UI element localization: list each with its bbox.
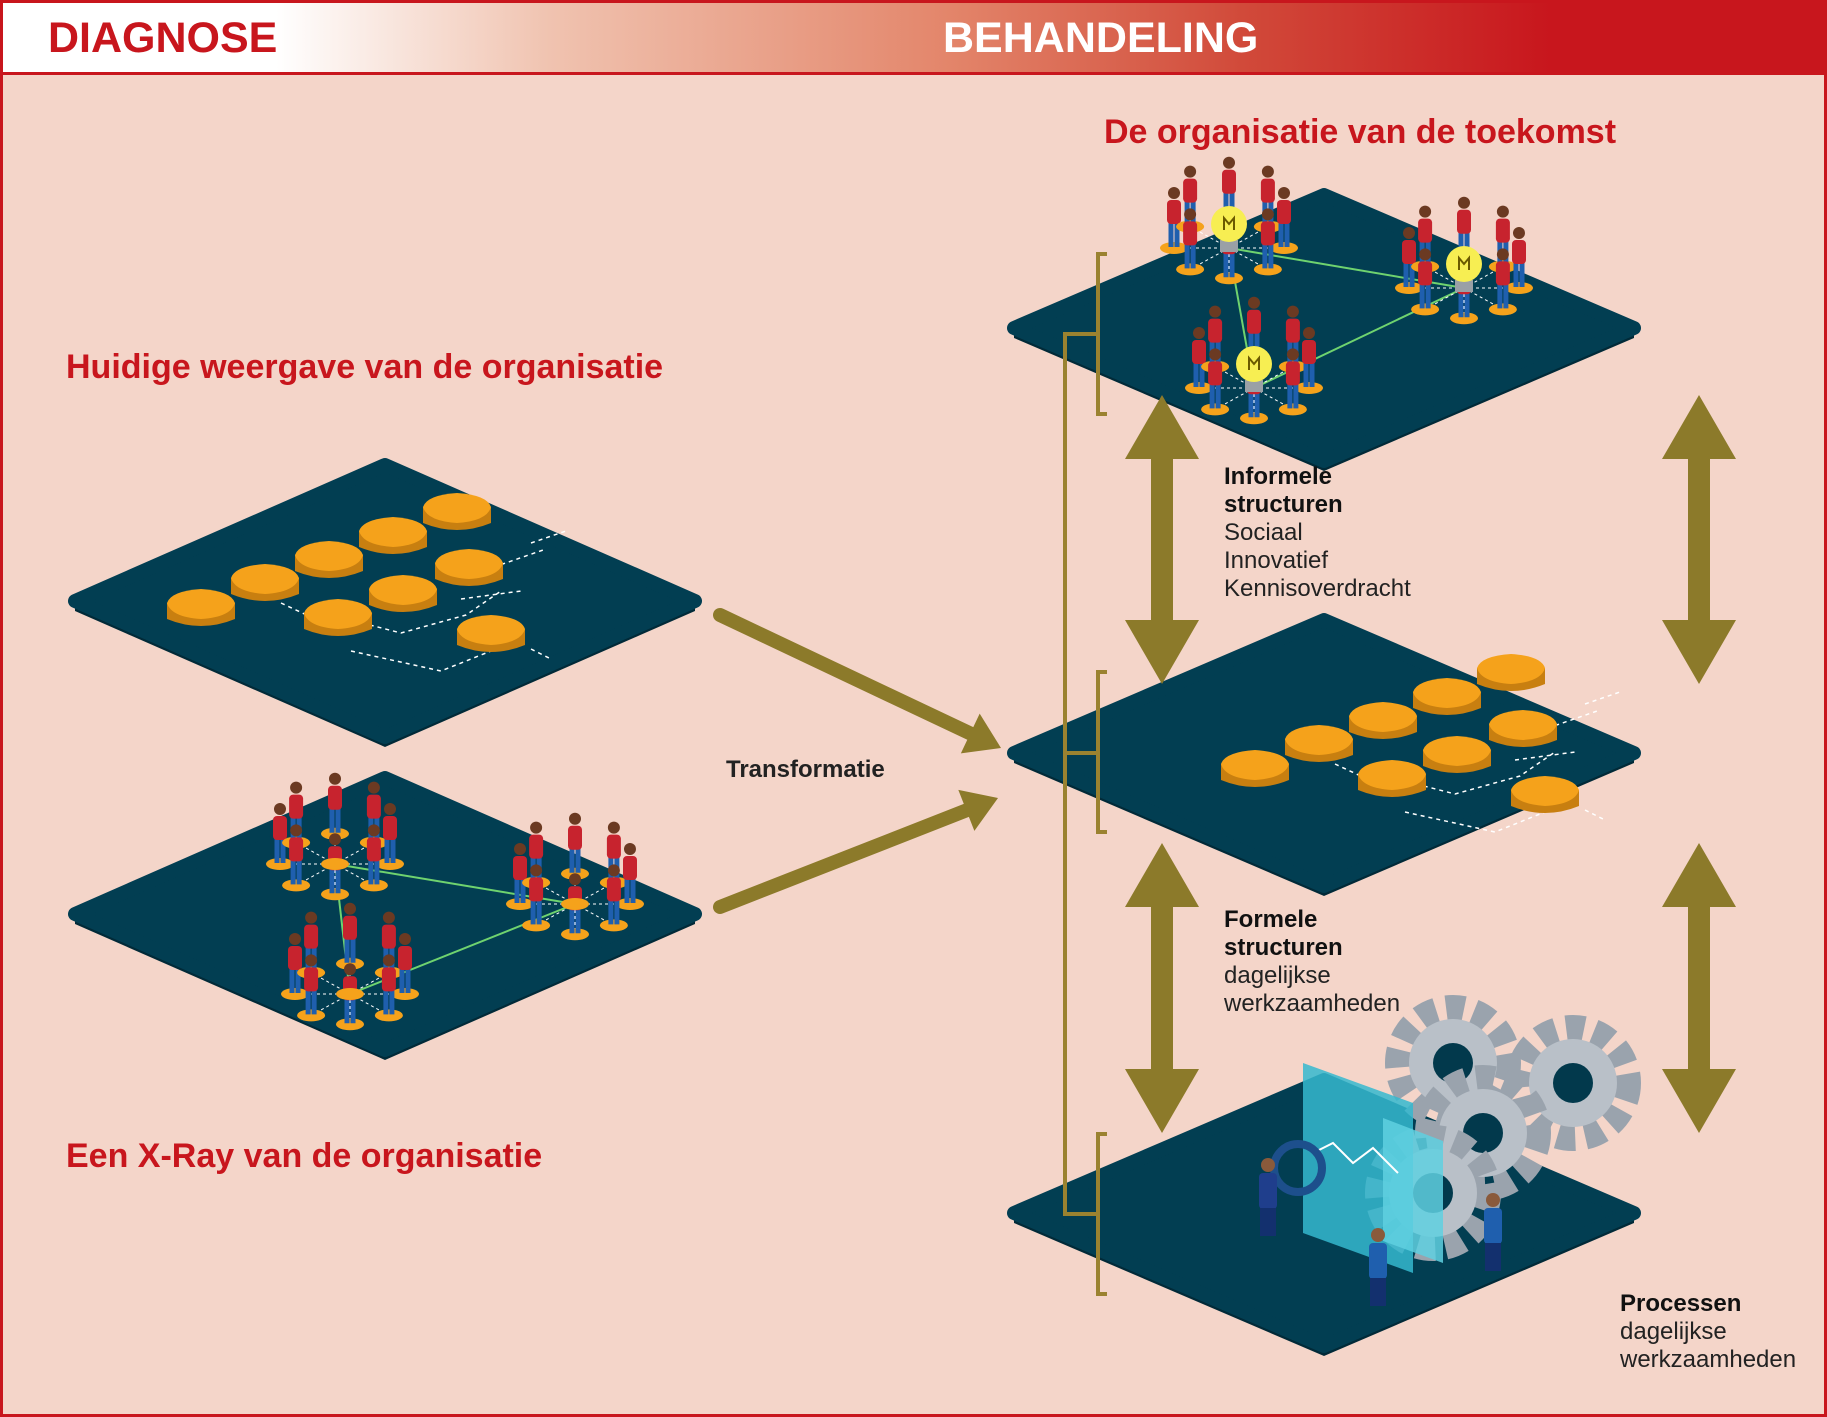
formal-line-1: dagelijkse [1224,962,1331,989]
label-informal: Informele structuren Sociaal Innovatief … [1224,463,1414,603]
title-current-org: Huidige weergave van de organisatie [66,348,664,386]
org-chart-formal [1221,654,1621,833]
informal-heading: Informele structuren [1224,463,1343,518]
org-block [1349,702,1417,739]
dashboard-panel [1383,1118,1443,1263]
org-block [1221,750,1289,787]
org-block [1285,725,1353,762]
org-block [295,541,363,578]
title-future-org: De organisatie van de toekomst [1104,113,1617,151]
worker-figure [1259,1158,1277,1236]
double-arrow-right-upper [1662,395,1736,684]
label-processes: Processen dagelijkse werkzaamheden [1620,1290,1796,1374]
org-block [167,589,235,626]
formal-heading: Formele structuren [1224,906,1343,961]
worker-figure [1484,1193,1502,1271]
people-network-informal [1160,157,1533,425]
org-block [435,549,503,586]
org-block [1477,654,1545,691]
org-block [359,517,427,554]
org-block [457,615,525,652]
informal-line-3: Kennisoverdracht [1224,575,1411,602]
header-behandeling: BEHANDELING [943,14,1259,62]
org-block [1489,710,1557,747]
informal-line-2: Innovatief [1224,547,1329,574]
arrow-transform-bottom [713,789,998,914]
chart-line-icon [1312,1141,1399,1174]
formal-line-2: werkzaamheden [1224,990,1401,1017]
arrow-transform-top [713,608,1001,754]
network-hub [561,898,589,910]
double-arrow-right-lower [1662,843,1736,1133]
org-block [369,575,437,612]
org-block [1358,760,1426,797]
org-block [1511,776,1579,813]
layer-bracket [1063,252,1107,1296]
header-bar: DIAGNOSE BEHANDELING [3,3,1824,75]
people-network-xray [266,773,644,1031]
gear-icon [1518,1028,1628,1138]
process-illustration [1259,1008,1628,1306]
label-transformatie: Transformatie [726,756,885,783]
double-arrow-left-lower [1125,843,1199,1133]
person [561,813,589,880]
platform-informal [1007,188,1641,471]
processes-heading: Processen [1620,1290,1742,1317]
org-block [304,599,372,636]
informal-line-1: Sociaal [1224,519,1303,546]
diagram-scene [68,3,1736,1356]
org-chart-current [167,493,567,672]
org-block [231,564,299,601]
double-arrow-left-upper [1125,395,1199,684]
label-formal: Formele structuren dagelijkse werkzaamhe… [1224,906,1400,1018]
processes-line-1: dagelijkse [1620,1318,1727,1345]
worker-figure [1369,1228,1387,1306]
org-block [1423,736,1491,773]
processes-line-2: werkzaamheden [1620,1346,1797,1373]
network-hub [336,988,364,1000]
org-block [423,493,491,530]
header-diagnose: DIAGNOSE [48,14,278,62]
network-hub [321,858,349,870]
title-xray-org: Een X-Ray van de organisatie [66,1137,543,1175]
org-block [1413,678,1481,715]
